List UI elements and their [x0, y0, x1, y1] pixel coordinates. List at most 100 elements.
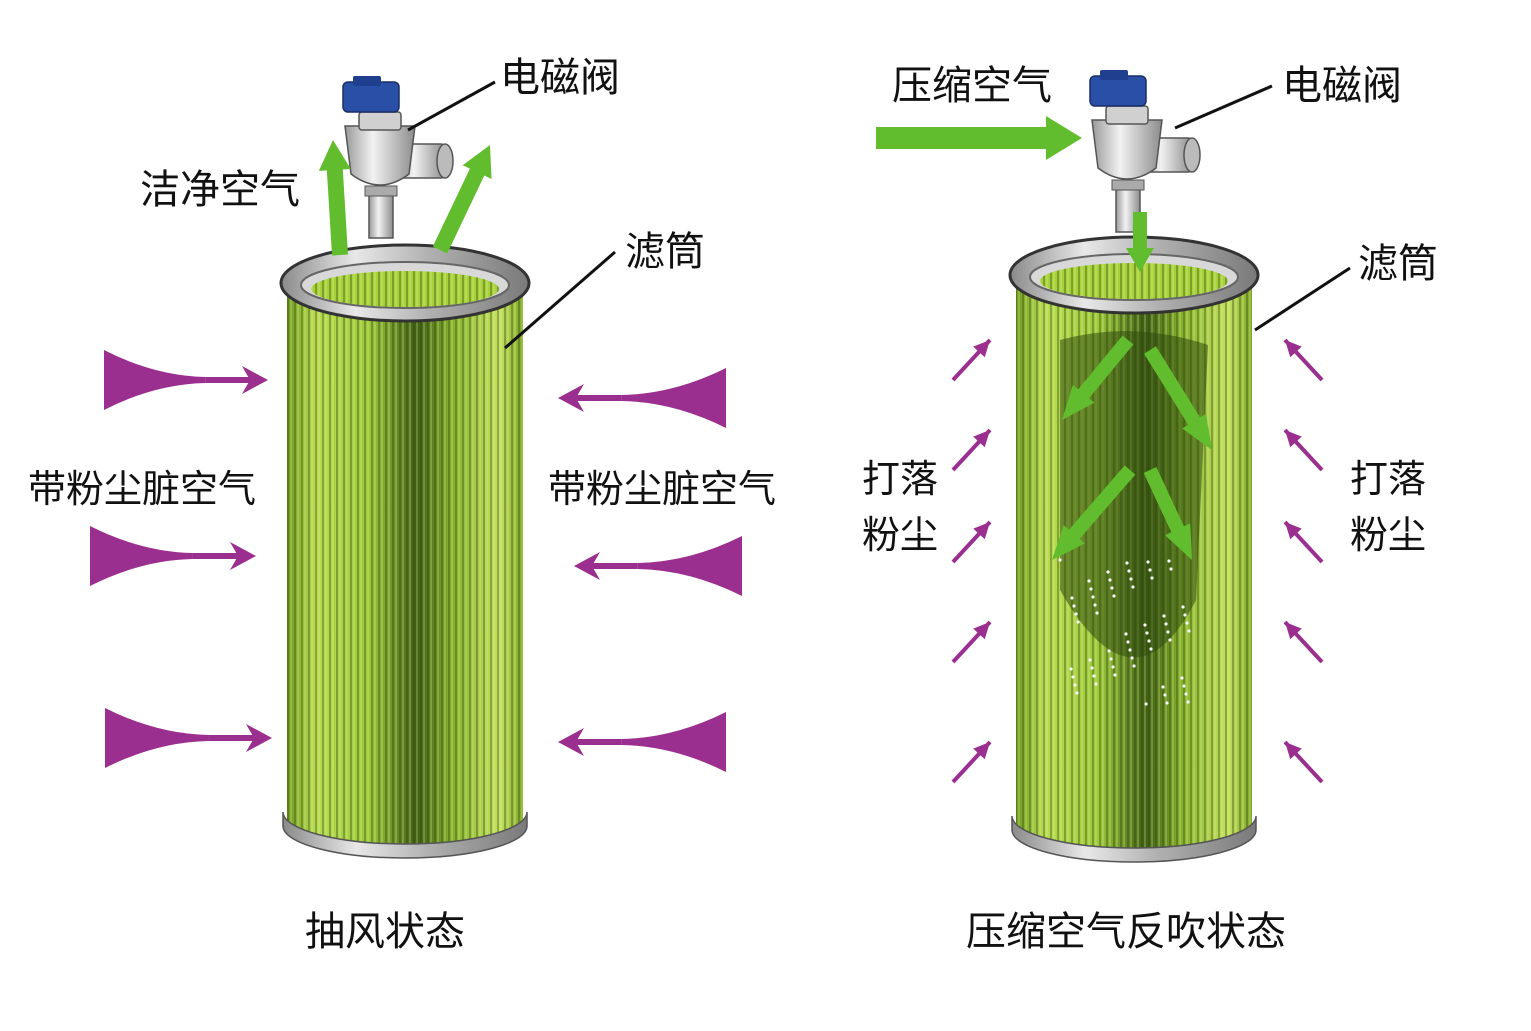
right-dust-speck [1145, 631, 1149, 635]
right-dust-speck [1089, 587, 1093, 591]
right-dust-speck [1146, 560, 1150, 564]
right-dust-speck [1094, 682, 1098, 686]
right-dust-arrow-left-1 [951, 338, 992, 382]
left-valve-leader [407, 80, 496, 132]
right-dust-arrow-left-5 [951, 740, 992, 784]
right-dust-speck [1072, 604, 1076, 608]
right-dust-speck [1113, 673, 1117, 677]
right-dust-arrow-right-5-head [1285, 742, 1302, 760]
right-dust-speck [1131, 585, 1135, 589]
left-dirty-air-arrow-1 [104, 350, 268, 410]
right-dust-speck [1164, 622, 1168, 626]
left-caption: 抽风状态 [305, 909, 465, 955]
right-dust-speck [1125, 561, 1129, 565]
right-dust-speck [1106, 570, 1110, 574]
right-dust-speck [1090, 666, 1094, 670]
left-dirty-air-arrow-4 [558, 368, 726, 428]
right-dust-arrow-right-1-head [1285, 340, 1302, 358]
right-dust-arrow-right-4-head [1285, 622, 1302, 640]
right-dust-speck [1163, 693, 1167, 697]
left-clean-air-label: 洁净空气 [140, 167, 300, 213]
right-valve-body [1091, 119, 1163, 180]
right-dust-speck [1124, 632, 1128, 636]
right-pulse-arrow-3 [1051, 465, 1136, 561]
left-bottom-ring [282, 811, 528, 859]
right-dust-speck [1185, 621, 1189, 625]
left-dirty-air-arrow-3-tail [105, 708, 209, 768]
left-valve-coil-cap [353, 76, 381, 86]
right-pulse-arrow-1 [1062, 335, 1134, 420]
right-dust-speck [1087, 579, 1091, 583]
left-dirty-air-arrow-4-head [558, 384, 584, 412]
right-dust-speck [1108, 578, 1112, 582]
right-dust-left-line1: 打落 [862, 457, 939, 501]
left-dirty-air-arrow-2-head [230, 542, 256, 570]
right-dust-speck [1075, 691, 1079, 695]
right-compressed-air-arrow-shape [876, 116, 1082, 160]
left-dirty-air-arrow-6 [558, 712, 726, 772]
right-compressed-air-arrow [876, 116, 1082, 160]
right-dust-right-line1: 打落 [1350, 457, 1427, 501]
right-dust-speck [1147, 639, 1151, 643]
right-inner-pleats [1040, 263, 1228, 299]
right-dust-speck [1130, 656, 1134, 660]
left-filter-cartridge-icon [279, 243, 531, 859]
right-dust-arrow-right-2 [1283, 428, 1324, 472]
right-dust-arrow-right-3-head [1285, 522, 1302, 540]
left-dirty-air-arrow-1-head [242, 366, 268, 394]
right-dust-speck [1161, 685, 1165, 689]
right-dust-speck [1088, 658, 1092, 662]
right-dust-right-line2: 粉尘 [1350, 513, 1427, 557]
left-dirty-air-arrow-5 [574, 536, 742, 596]
right-valve-coil [1089, 75, 1147, 107]
right-dust-speck [1183, 613, 1187, 617]
right-dust-arrow-left-4 [951, 620, 992, 664]
right-caption: 压缩空气反吹状态 [966, 909, 1286, 955]
right-dust-speck [1076, 620, 1080, 624]
right-dust-speck [1128, 648, 1132, 652]
left-dirty-air-label-right: 带粉尘脏空气 [548, 467, 777, 511]
left-valve-outlet-end [436, 143, 454, 179]
right-dust-speck [1073, 683, 1077, 687]
right-dust-speck [1112, 594, 1116, 598]
left-dirty-air-arrow-3 [105, 708, 272, 768]
right-dust-speck [1162, 614, 1166, 618]
right-dust-speck [1144, 702, 1148, 706]
right-dust-arrow-right-2-head [1285, 430, 1302, 448]
right-dust-arrow-right-5 [1283, 740, 1324, 784]
right-dust-speck [1107, 649, 1111, 653]
right-dust-arrow-left-4-head [973, 622, 990, 640]
left-valve-body [344, 125, 416, 186]
right-pulse-arrow-4-shape [1143, 467, 1193, 561]
right-pulse-arrow-4 [1143, 467, 1193, 561]
right-dust-speck [1167, 559, 1171, 563]
left-inner-pleats [311, 271, 499, 307]
right-dust-speck [1168, 638, 1172, 642]
left-filter-label: 滤筒 [625, 229, 705, 275]
right-dust-speck [1165, 701, 1169, 705]
left-valve-nut [364, 185, 398, 197]
right-dust-arrow-left-1-head [973, 340, 990, 358]
right-valve-coil-cap [1100, 70, 1128, 80]
left-dirty-air-label-left: 带粉尘脏空气 [28, 467, 257, 511]
left-clean-air-arrow-1 [318, 139, 351, 256]
left-solenoid-valve-icon [342, 76, 454, 239]
left-clean-air-arrow-1-shape [318, 139, 351, 256]
left-valve-stem [368, 191, 394, 239]
right-dust-speck [1186, 700, 1190, 704]
right-dust-speck [1127, 569, 1131, 573]
right-dust-arrow-left-2-head [973, 430, 990, 448]
right-filter-leader [1254, 266, 1351, 332]
right-dust-left-line2: 粉尘 [862, 513, 939, 557]
right-dust-arrow-right-4 [1283, 620, 1324, 664]
right-dust-arrow-right-3 [1283, 520, 1324, 564]
left-valve-bonnet [358, 111, 402, 131]
right-dust-speck [1184, 692, 1188, 696]
right-dust-speck [1069, 667, 1073, 671]
right-pulse-arrow-1-shape [1062, 335, 1134, 420]
right-dust-arrow-left-3-head [973, 522, 990, 540]
right-dust-speck [1111, 665, 1115, 669]
right-dust-speck [1187, 629, 1191, 633]
right-pulse-arrow-2 [1144, 346, 1213, 451]
